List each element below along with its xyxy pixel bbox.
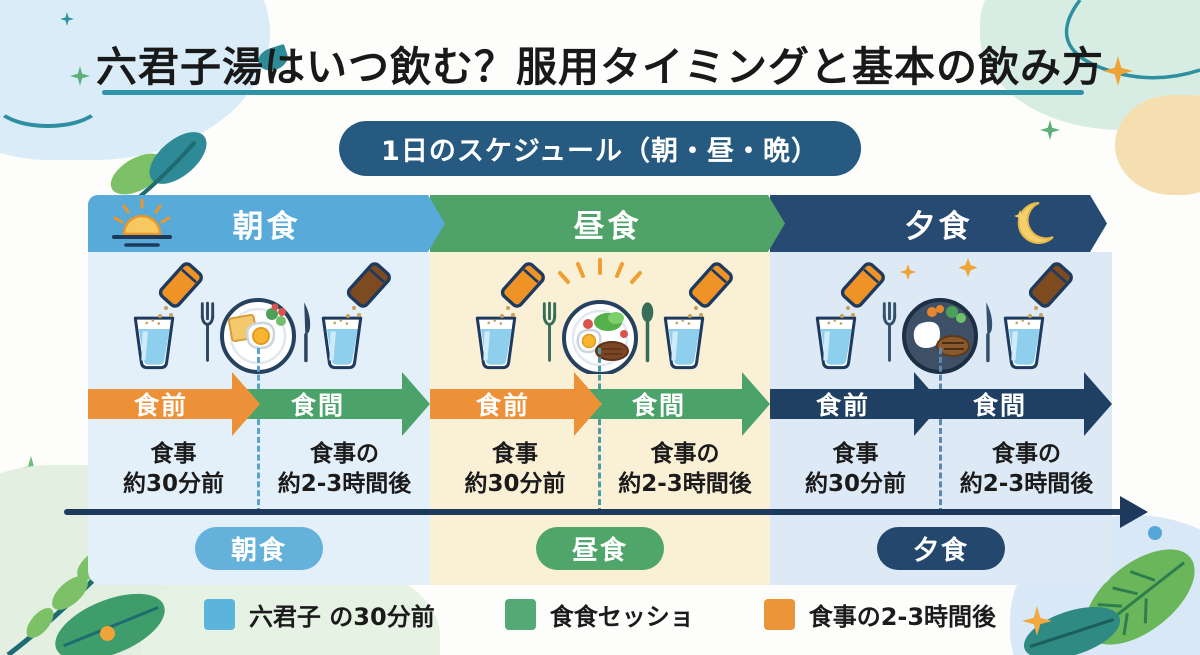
water-glass-icon xyxy=(321,316,363,370)
before-meal-arrow: 食前 xyxy=(430,372,602,436)
between-meals-note: 食事の約2-3時間後 xyxy=(618,441,752,497)
water-glass-icon xyxy=(1003,316,1045,370)
timeline-axis xyxy=(64,509,1126,515)
breakfast-plate-icon xyxy=(220,298,296,374)
legend-item-before: 六君子 の30分前 xyxy=(203,597,435,632)
spoon-icon xyxy=(640,300,655,363)
medicine-packet-icon xyxy=(498,260,548,310)
header-dinner-label: 夕食 xyxy=(904,209,973,245)
legend-swatch-green xyxy=(504,599,536,630)
water-glass-icon xyxy=(475,316,517,370)
decor-squiggle-top-right xyxy=(1064,0,1200,80)
water-glass-icon xyxy=(815,316,857,370)
column-divider-dashed xyxy=(939,348,942,514)
between-meals-note: 食事の約2-3時間後 xyxy=(959,441,1094,497)
legend-item-session: 食食セッショ xyxy=(504,597,694,632)
legend-swatch-blue xyxy=(203,599,235,630)
medicine-packet-icon xyxy=(686,260,736,310)
column-lunch: 食前 食間 食事約30分前 食事の約2-3時間後 xyxy=(430,252,770,585)
column-divider-dashed xyxy=(257,348,260,514)
water-glass-icon xyxy=(663,316,705,370)
fork-icon xyxy=(542,301,557,362)
timeline-arrowhead-icon xyxy=(1120,496,1148,528)
between-meals-arrow: 食間 xyxy=(914,372,1112,436)
decor-dot-blue xyxy=(1148,526,1162,540)
legend-label: 六君子 の30分前 xyxy=(248,603,435,631)
water-glass-icon xyxy=(133,316,175,370)
timeline-badge-dinner: 夕食 xyxy=(876,526,1005,570)
page-title: 六君子湯はいつ飲む？服用タイミングと基本の飲み方 xyxy=(96,43,1104,91)
title-underline xyxy=(102,90,1084,95)
schedule-badge: 1日のスケジュール（朝・昼・晩） xyxy=(339,121,861,176)
decor-arc-top-left xyxy=(0,74,104,128)
header-breakfast: 朝食 xyxy=(88,195,445,252)
between-meals-label: 食間 xyxy=(972,391,1027,420)
before-meal-note: 食事約30分前 xyxy=(804,441,906,497)
before-meal-arrow: 食前 xyxy=(770,372,942,436)
between-meals-arrow: 食間 xyxy=(232,372,430,436)
fork-icon xyxy=(200,301,215,362)
between-meals-label: 食間 xyxy=(290,391,345,420)
breakfast-icons xyxy=(133,260,394,374)
timeline-badge-lunch: 昼食 xyxy=(535,526,664,570)
before-meal-note: 食事約30分前 xyxy=(464,441,566,497)
knife-icon xyxy=(302,300,312,363)
legend-swatch-orange xyxy=(763,599,795,630)
legend-item-after: 食事の2-3時間後 xyxy=(763,597,997,632)
lunch-icons xyxy=(475,258,736,374)
fork-icon xyxy=(882,301,897,362)
medicine-packet-icon xyxy=(344,260,394,310)
column-divider-dashed xyxy=(598,348,601,514)
header-breakfast-label: 朝食 xyxy=(232,209,301,245)
medicine-packet-icon xyxy=(156,260,206,310)
legend-label: 食食セッショ xyxy=(549,603,694,631)
sunrise-icon xyxy=(106,198,178,250)
knife-icon xyxy=(984,300,994,363)
before-meal-label: 食前 xyxy=(815,391,870,420)
legend: 六君子 の30分前 食食セッショ 食事の2-3時間後 xyxy=(0,597,1200,632)
plate-rays-icon xyxy=(558,258,642,284)
decor-dot-orange xyxy=(100,626,115,641)
header-lunch-label: 昼食 xyxy=(573,209,642,245)
before-meal-note: 食事約30分前 xyxy=(122,441,224,497)
crescent-moon-icon xyxy=(1007,198,1059,250)
between-meals-note: 食事の約2-3時間後 xyxy=(277,441,412,497)
decor-blob-tan xyxy=(1115,95,1200,195)
between-meals-arrow: 食間 xyxy=(574,372,770,436)
before-meal-label: 食前 xyxy=(133,391,188,420)
before-meal-arrow: 食前 xyxy=(88,372,260,436)
legend-label: 食事の2-3時間後 xyxy=(808,603,997,631)
timeline-badge-breakfast: 朝食 xyxy=(194,526,323,570)
before-meal-label: 食前 xyxy=(475,391,530,420)
header-dinner: 夕食 xyxy=(770,195,1107,252)
sparkle-stars-icon xyxy=(900,258,978,280)
medicine-packet-icon xyxy=(1026,260,1076,310)
between-meals-label: 食間 xyxy=(631,391,686,420)
medicine-packet-icon xyxy=(838,260,888,310)
header-lunch: 昼食 xyxy=(430,195,785,252)
